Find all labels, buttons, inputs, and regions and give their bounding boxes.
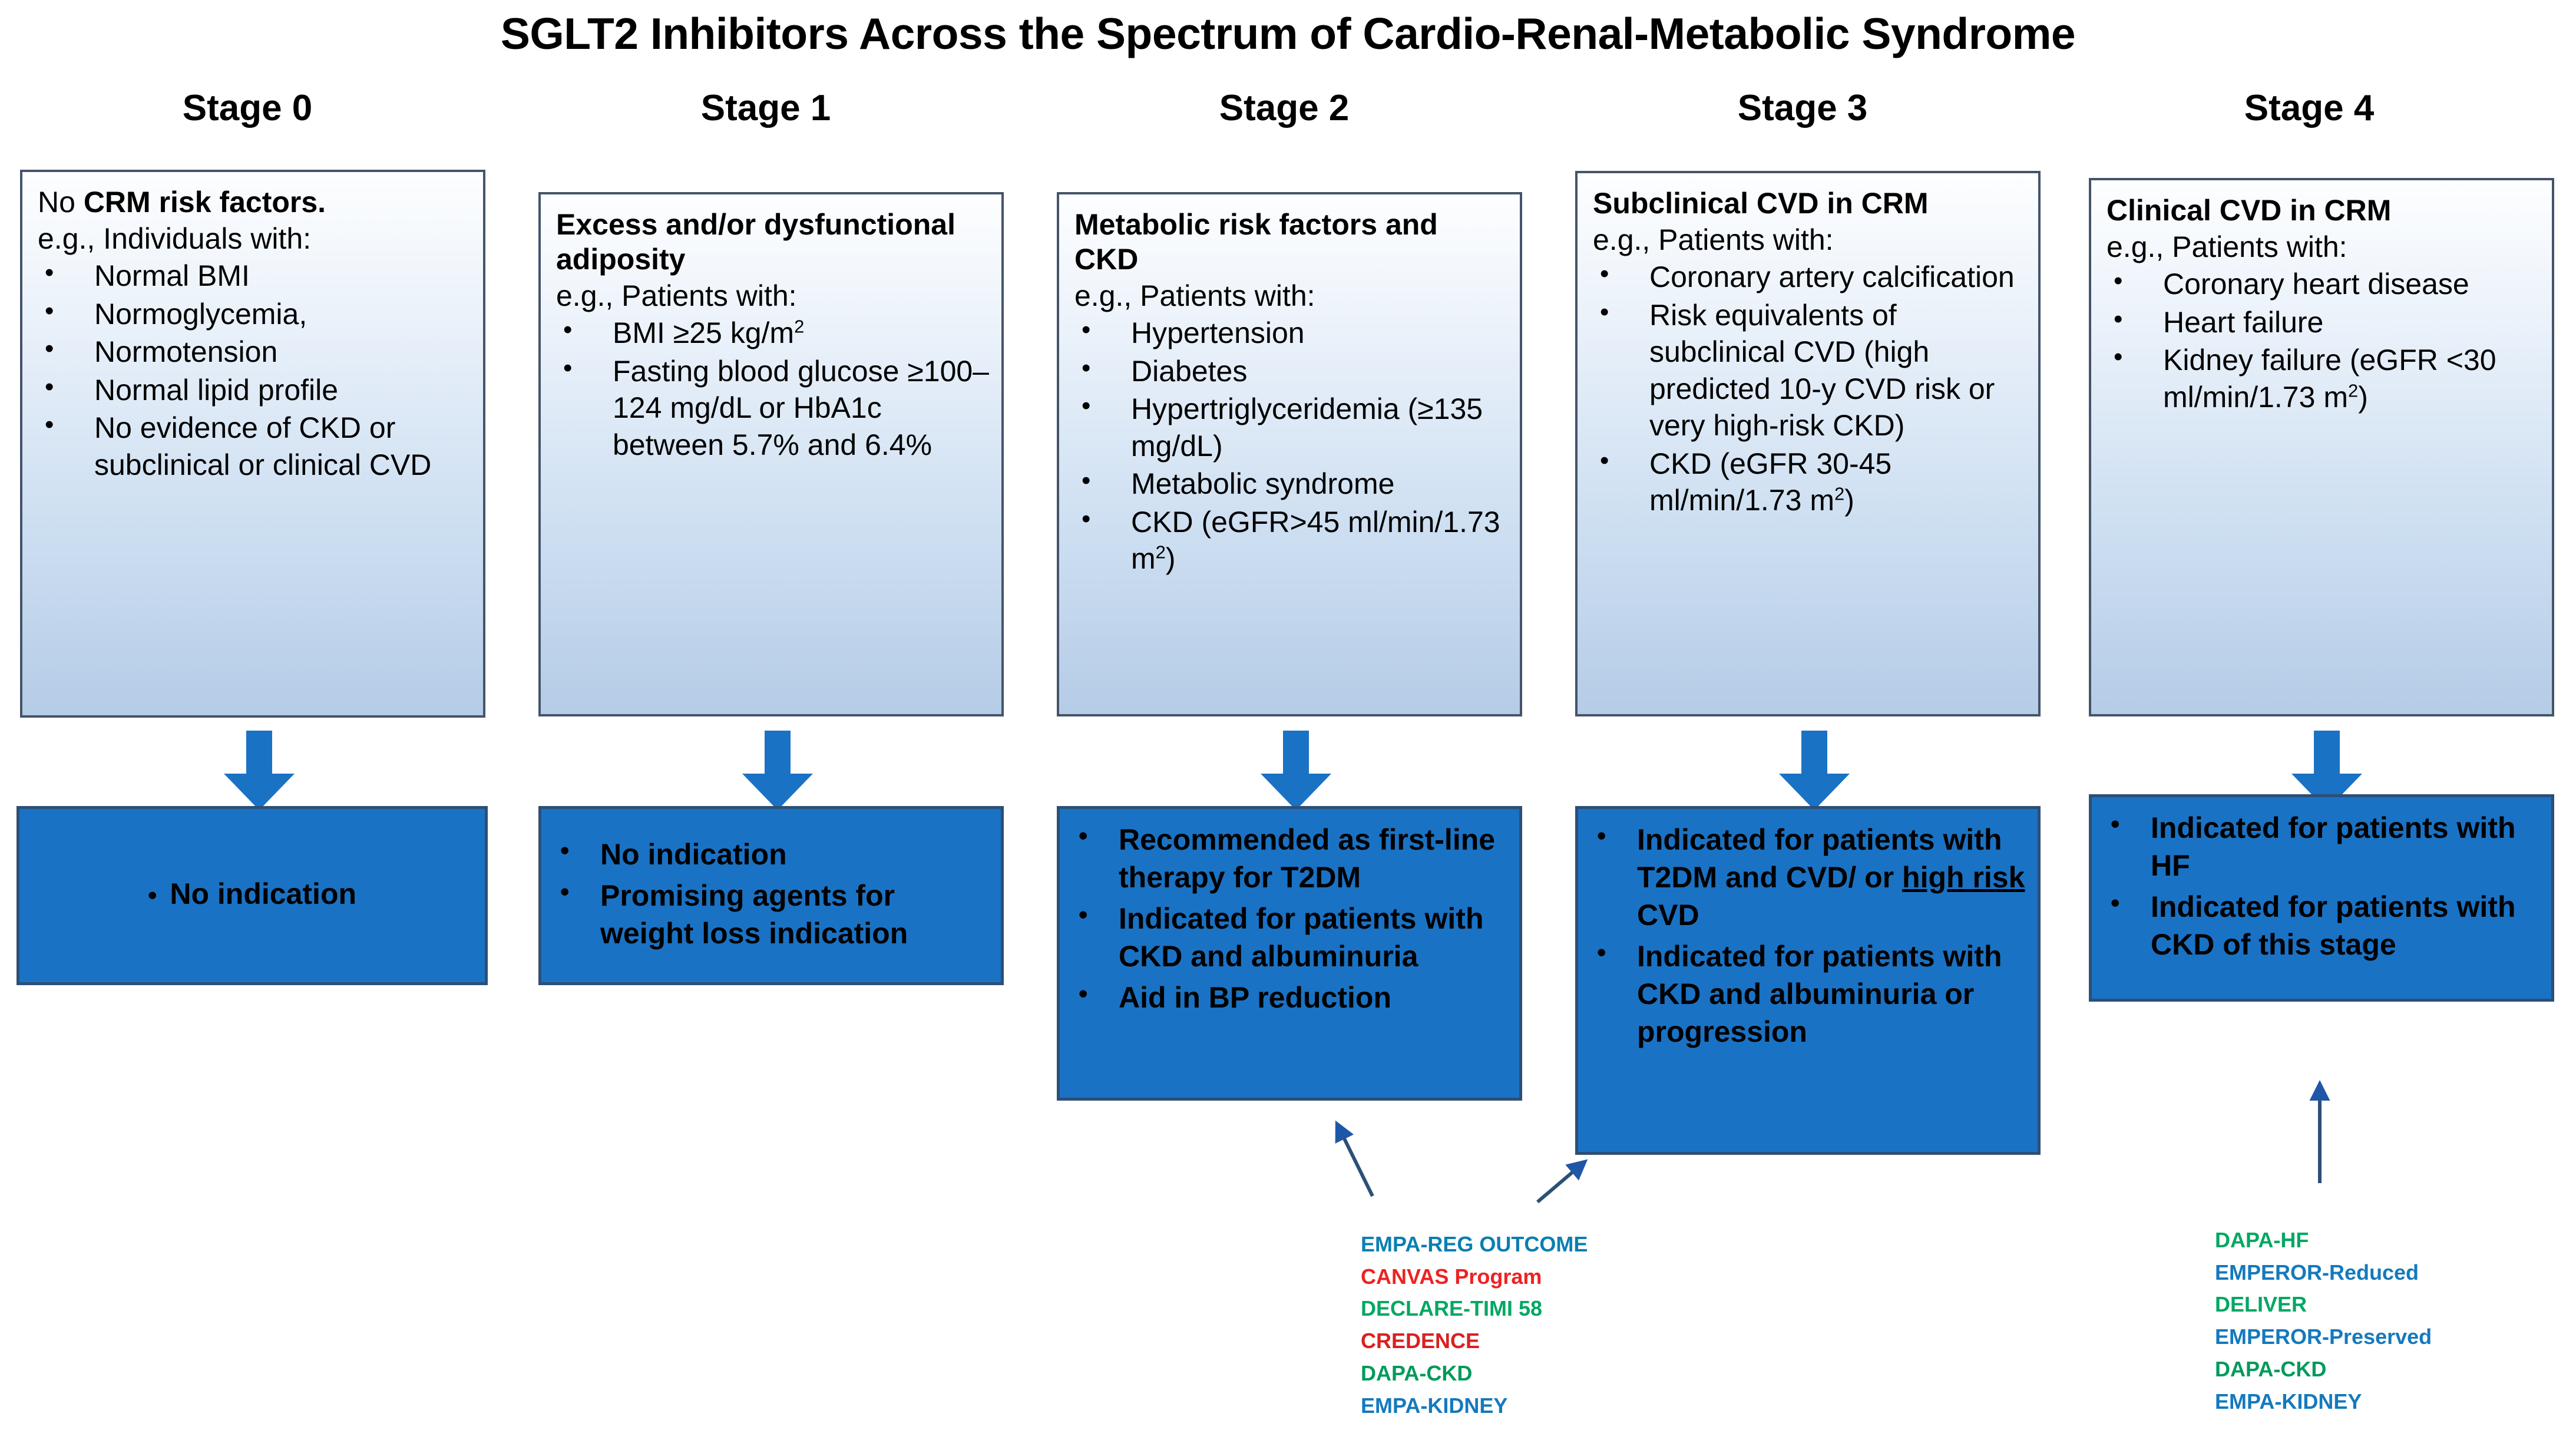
down-arrow-stage-3: [1773, 731, 1856, 810]
list-item: Indicated for patients with CKD of this …: [2100, 887, 2543, 963]
trial-name: DELIVER: [2215, 1292, 2307, 1317]
arrow-head: [742, 774, 813, 810]
stage-heading-1: Stage 1: [700, 88, 831, 128]
down-arrow-stage-0: [218, 731, 300, 810]
indication-list-stage-2: Recommended as first-line therapy for T2…: [1068, 820, 1511, 1016]
arrow-head: [1261, 774, 1331, 810]
list-item: CKD (eGFR>45 ml/min/1.73 m2): [1074, 503, 1508, 577]
arrow-shaft: [2314, 731, 2340, 777]
criteria-title-stage-2: Metabolic risk factors and CKD: [1074, 208, 1438, 276]
criteria-title-stage-4: Clinical CVD in CRM: [2107, 194, 2392, 227]
criteria-box-stage-2: Metabolic risk factors and CKD e.g., Pat…: [1057, 192, 1522, 716]
criteria-box-stage-1: Excess and/or dysfunctional adiposity e.…: [538, 192, 1004, 716]
trial-list-stage2-stage3: EMPA-REG OUTCOME CANVAS Program DECLARE-…: [1361, 1228, 1588, 1422]
page-title: SGLT2 Inhibitors Across the Spectrum of …: [500, 9, 2076, 58]
arrow-head: [224, 774, 295, 810]
underlined-phrase: high risk: [1902, 861, 2025, 894]
criteria-list-stage-1: BMI ≥25 kg/m2 Fasting blood glucose ≥100…: [556, 313, 990, 464]
down-arrow-stage-1: [736, 731, 819, 810]
criteria-eg-stage-0: e.g., Individuals with:: [38, 222, 312, 255]
list-item: Normotension: [38, 332, 471, 371]
list-item: Indicated for patients with CKD and albu…: [1068, 899, 1511, 975]
list-item: Indicated for patients with CKD and albu…: [1586, 936, 2029, 1051]
indication-box-stage-0: No indication: [16, 806, 488, 985]
stage-heading-0: Stage 0: [182, 88, 313, 128]
stage-heading-3: Stage 3: [1737, 88, 1868, 128]
criteria-list-stage-2: Hypertension Diabetes Hypertriglyceridem…: [1074, 313, 1508, 577]
criteria-list-stage-4: Coronary heart disease Heart failure Kid…: [2107, 265, 2540, 415]
trial-name: DAPA-CKD: [2215, 1356, 2327, 1381]
indication-box-stage-4: Indicated for patients with HF Indicated…: [2089, 794, 2554, 1002]
trial-name: EMPA-REG OUTCOME: [1361, 1232, 1588, 1256]
trial-name: EMPA-KIDNEY: [2215, 1389, 2362, 1414]
indication-list-stage-1: No indication Promising agents for weigh…: [550, 834, 993, 956]
list-item: Diabetes: [1074, 352, 1508, 390]
list-item: Kidney failure (eGFR <30 ml/min/1.73 m2): [2107, 341, 2540, 415]
list-item: Aid in BP reduction: [1068, 977, 1511, 1016]
trial-name: EMPA-KIDNEY: [1361, 1393, 1508, 1418]
criteria-list-stage-0: Normal BMI Normoglycemia, Normotension N…: [38, 256, 471, 483]
criteria-box-stage-0: No CRM risk factors. e.g., Individuals w…: [20, 170, 485, 718]
list-item: Coronary heart disease: [2107, 265, 2540, 303]
stage-heading-4: Stage 4: [2244, 88, 2375, 128]
indication-list-stage-4: Indicated for patients with HF Indicated…: [2100, 808, 2543, 963]
list-item: No indication: [28, 875, 477, 913]
criteria-title-bold-0: CRM risk factors.: [83, 186, 326, 219]
list-item: No evidence of CKD or subclinical or cli…: [38, 408, 471, 483]
criteria-box-stage-3: Subclinical CVD in CRM e.g., Patients wi…: [1575, 171, 2041, 716]
criteria-eg-stage-2: e.g., Patients with:: [1074, 279, 1315, 312]
connector-to-stage-3: [1536, 1159, 1588, 1204]
list-item: Hypertriglyceridemia (≥135 mg/dL): [1074, 389, 1508, 464]
arrow-shaft: [246, 731, 272, 777]
list-item: Recommended as first-line therapy for T2…: [1068, 820, 1511, 896]
list-item: Hypertension: [1074, 313, 1508, 352]
arrow-shaft: [1801, 731, 1827, 777]
criteria-title-stage-1: Excess and/or dysfunctional adiposity: [556, 208, 955, 276]
trial-list-stage4: DAPA-HF EMPEROR-Reduced DELIVER EMPEROR-…: [2215, 1224, 2432, 1418]
trial-name: CREDENCE: [1361, 1329, 1480, 1353]
trial-name: EMPEROR-Reduced: [2215, 1260, 2419, 1284]
arrow-shaft: [1283, 731, 1309, 777]
arrow-shaft: [765, 731, 791, 777]
indication-box-stage-1: No indication Promising agents for weigh…: [538, 806, 1004, 985]
down-arrow-stage-2: [1255, 731, 1337, 810]
criteria-list-stage-3: Coronary artery calcification Risk equiv…: [1593, 257, 2026, 519]
trial-name: DECLARE-TIMI 58: [1361, 1296, 1543, 1321]
list-item: Fasting blood glucose ≥100–124 mg/dL or …: [556, 352, 990, 464]
criteria-title-stage-0: No CRM risk factors.: [38, 185, 471, 220]
list-item: Promising agents for weight loss indicat…: [550, 876, 993, 952]
list-item: Indicated for patients with HF: [2100, 808, 2543, 884]
criteria-title-stage-3: Subclinical CVD in CRM: [1593, 187, 1929, 220]
trial-name: CANVAS Program: [1361, 1264, 1542, 1289]
list-item: Coronary artery calcification: [1593, 257, 2026, 296]
indication-list-stage-0: No indication: [28, 875, 477, 916]
indication-box-stage-2: Recommended as first-line therapy for T2…: [1057, 806, 1522, 1101]
indication-list-stage-3: Indicated for patients with T2DM and CVD…: [1586, 820, 2029, 1051]
trial-name: DAPA-HF: [2215, 1228, 2309, 1252]
criteria-eg-stage-4: e.g., Patients with:: [2107, 230, 2347, 263]
criteria-eg-stage-1: e.g., Patients with:: [556, 279, 797, 312]
indication-box-stage-3: Indicated for patients with T2DM and CVD…: [1575, 806, 2041, 1155]
list-item: Normal BMI: [38, 256, 471, 295]
list-item: Heart failure: [2107, 303, 2540, 341]
list-item: Indicated for patients with T2DM and CVD…: [1586, 820, 2029, 934]
stage-heading-2: Stage 2: [1219, 88, 1350, 128]
list-item: Risk equivalents of subclinical CVD (hig…: [1593, 296, 2026, 444]
arrow-head: [1779, 774, 1850, 810]
list-item: CKD (eGFR 30-45 ml/min/1.73 m2): [1593, 444, 2026, 519]
criteria-title-regular-0: No: [38, 186, 84, 219]
list-item: No indication: [550, 834, 993, 873]
criteria-eg-stage-3: e.g., Patients with:: [1593, 223, 1834, 256]
list-item: Metabolic syndrome: [1074, 464, 1508, 503]
connector-to-stage-2: [1335, 1120, 1374, 1197]
trial-name: DAPA-CKD: [1361, 1360, 1473, 1385]
list-item: Normal lipid profile: [38, 371, 471, 409]
criteria-box-stage-4: Clinical CVD in CRM e.g., Patients with:…: [2089, 178, 2554, 716]
list-item: BMI ≥25 kg/m2: [556, 313, 990, 352]
list-item: Normoglycemia,: [38, 295, 471, 333]
trial-name: EMPEROR-Preserved: [2215, 1325, 2432, 1349]
